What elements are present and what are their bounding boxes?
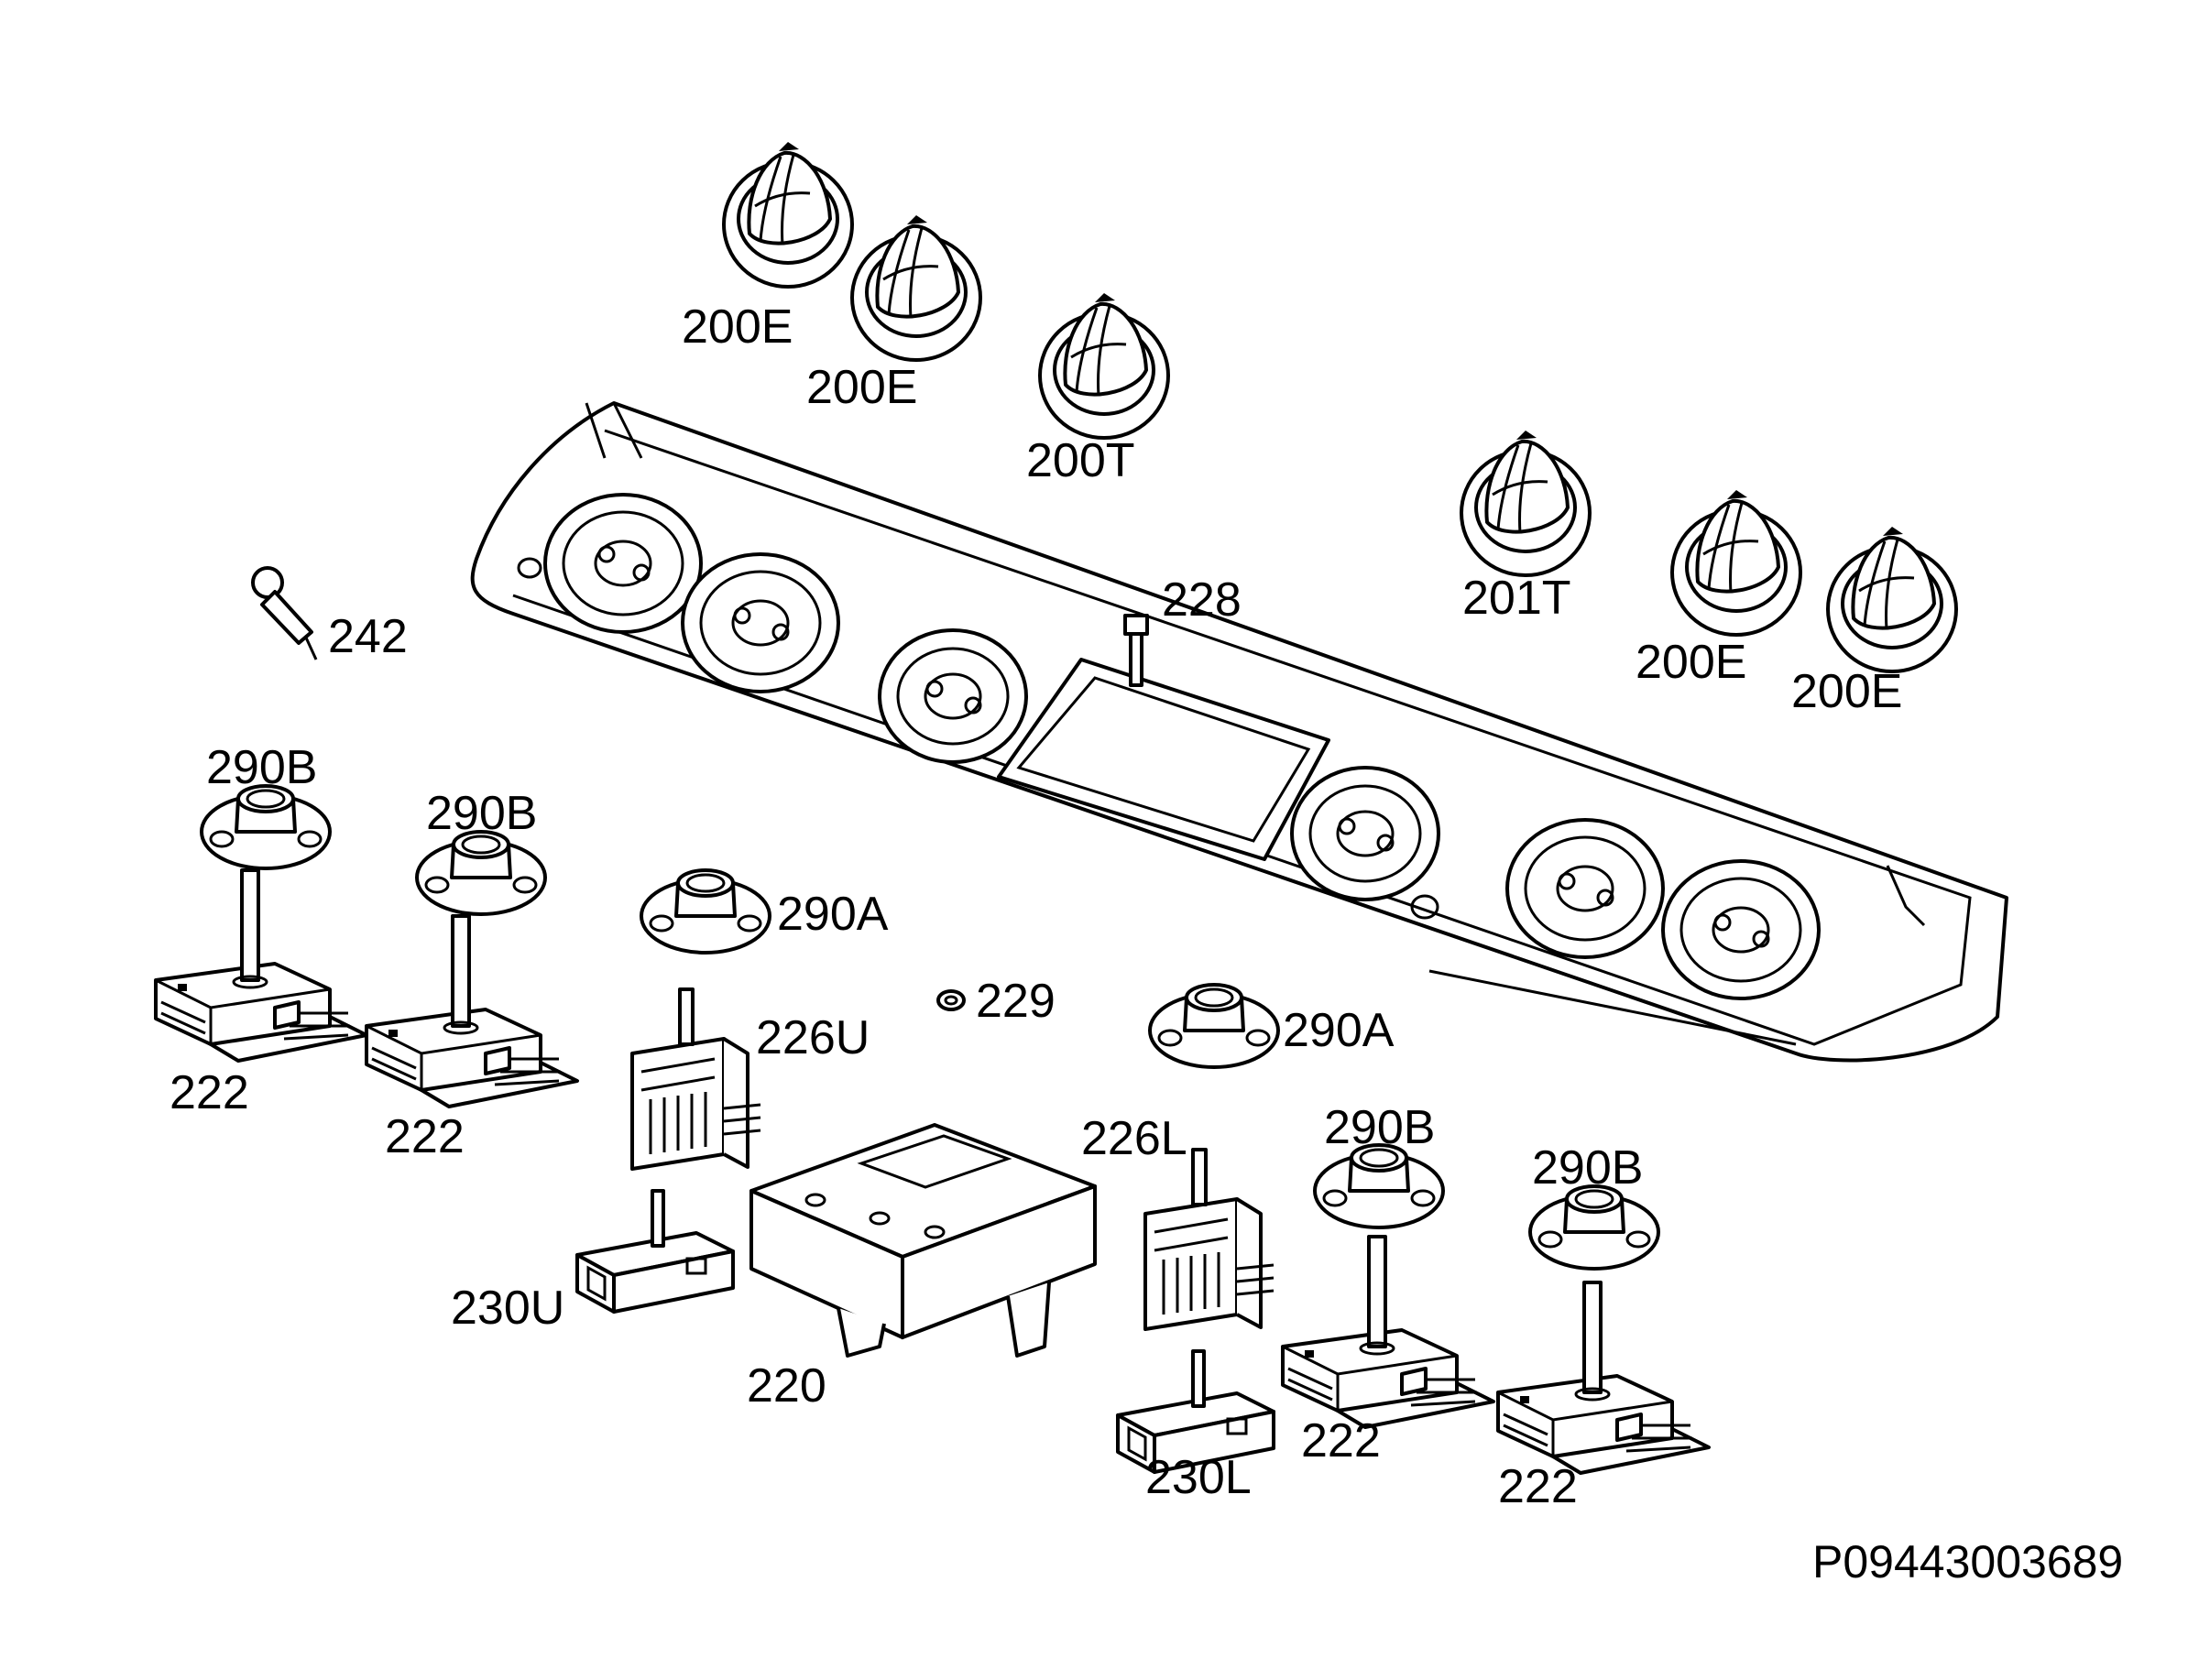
label-bezel-1: 290B — [206, 741, 317, 794]
knob-200t-icon — [1038, 291, 1170, 440]
label-selector-lower: 226L — [1081, 1112, 1187, 1165]
nut-icon — [936, 989, 966, 1011]
panel-knob-hole — [878, 628, 1028, 764]
label-knob-d: 201T — [1462, 572, 1571, 625]
panel-knob-hole — [681, 552, 840, 693]
label-bezel-4: 290A — [1283, 1004, 1395, 1057]
selector-226l-icon — [1143, 1148, 1275, 1331]
panel-knob-hole — [1661, 859, 1821, 1000]
panel-knob-hole — [543, 493, 703, 634]
label-screw: 228 — [1162, 573, 1242, 627]
timer-module-icon — [749, 1123, 1097, 1358]
bezel-290a-icon — [1148, 983, 1280, 1069]
knob-200e-icon — [1670, 488, 1802, 637]
label-nut: 229 — [976, 975, 1056, 1028]
knob-200e-icon — [1826, 525, 1958, 673]
knob-200e-icon — [722, 140, 854, 289]
label-switch-1: 222 — [170, 1066, 249, 1119]
bezel-290b-icon — [415, 830, 547, 916]
label-knob-e: 200E — [1636, 636, 1746, 689]
label-igniter: 242 — [328, 610, 408, 663]
switch-222-icon — [154, 868, 368, 1063]
label-timer: 220 — [747, 1359, 826, 1413]
label-switch-2: 222 — [385, 1110, 465, 1163]
label-knob-c: 200T — [1026, 434, 1135, 487]
label-bezel-5: 290B — [1324, 1101, 1435, 1154]
screw-icon — [1123, 614, 1149, 687]
part-labels: 200E 200E 200T 201T 200E 200E 228 242 22… — [170, 300, 2123, 1587]
panel-display-window — [997, 658, 1330, 861]
label-knob-b: 200E — [806, 361, 917, 414]
control-panel — [470, 401, 2008, 1063]
bezel-290b-icon — [1313, 1143, 1445, 1229]
label-bezel-6: 290B — [1532, 1141, 1643, 1195]
knob-200e-icon — [850, 213, 982, 362]
bezel-290b-icon — [200, 784, 332, 870]
label-knob-a: 200E — [682, 300, 793, 354]
label-thermostat-upper: 230U — [451, 1282, 564, 1335]
label-bezel-2: 290B — [426, 787, 537, 840]
bezel-290b-icon — [1528, 1184, 1660, 1271]
panel-knob-hole — [1505, 818, 1665, 959]
panel-knob-hole — [1290, 766, 1440, 901]
label-switch-4: 222 — [1498, 1460, 1578, 1513]
label-knob-f: 200E — [1791, 665, 1902, 718]
thermostat-230u-icon — [575, 1189, 735, 1314]
bezel-290a-icon — [640, 868, 771, 955]
label-thermostat-lower: 230L — [1145, 1451, 1252, 1504]
switch-222-icon — [1496, 1281, 1711, 1475]
label-switch-3: 222 — [1301, 1414, 1381, 1467]
selector-226u-icon — [630, 987, 762, 1171]
reference-code: P09443003689 — [1812, 1536, 2123, 1587]
switch-222-icon — [1281, 1235, 1495, 1429]
igniter-icon — [251, 566, 318, 660]
knob-201t-icon — [1460, 429, 1592, 577]
switch-222-icon — [365, 914, 579, 1108]
label-selector-upper: 226U — [756, 1011, 870, 1064]
label-bezel-3: 290A — [777, 888, 889, 941]
